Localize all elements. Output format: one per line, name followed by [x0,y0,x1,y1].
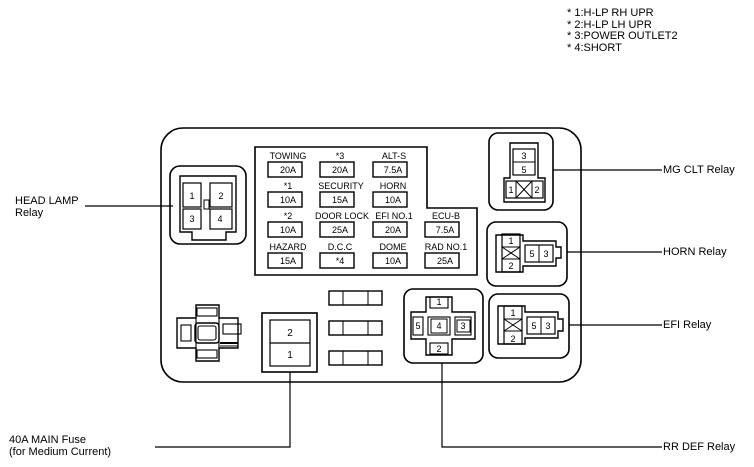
pin-label: 3 [189,214,194,224]
fuse-amp: 10A [280,225,296,235]
connector-socket [176,304,242,362]
main-fuse: 2 1 [261,312,318,373]
fuse-efi-no1: EFI NO.1 20A [372,211,413,238]
fuse-label: TOWING [270,151,307,161]
mg-clt-relay-label: MG CLT Relay [663,164,735,176]
fuse-amp: 20A [280,165,296,175]
pin-label: 2 [510,334,515,344]
fuse-label: DOOR LOCK [315,211,369,221]
fuse-star1: *1 10A [267,181,303,208]
fuse-door-lock: DOOR LOCK 25A [315,211,369,238]
fuse-amp: *4 [336,256,345,266]
fuse-amp: 7.5A [384,165,403,175]
fuse-towing: TOWING 20A [267,151,307,178]
pin-label: 5 [521,165,526,175]
spare-fuse-slots [328,290,383,366]
pin-label: 1 [436,297,441,307]
fuse-label: HAZARD [269,242,307,252]
fuse-label: *3 [336,151,345,161]
fuse-amp: 10A [385,195,401,205]
fuse-amp: 10A [385,256,401,266]
fuse-horn: HORN 10A [372,181,408,208]
fuse-grid: TOWING 20A *3 20A ALT-S 7.5A *1 10A SECU… [267,151,468,269]
head-lamp-relay-label-line1: HEAD LAMP [15,195,79,207]
horn-relay-label: HORN Relay [663,246,727,258]
fuse-label: SECURITY [318,181,364,191]
pin-label: 1 [189,191,194,201]
pin-label: 1 [508,185,513,195]
relay-block-outline [160,127,582,383]
pin-label: 3 [460,321,465,331]
fuse-star3: *3 20A [319,151,355,178]
fuse-amp: 15A [280,256,296,266]
fuse-label: ECU-B [432,211,460,221]
fuse-amp: 20A [385,225,401,235]
fuse-amp: 25A [437,256,453,266]
fuse-label: *2 [284,211,293,221]
pin-label: 3 [521,151,526,161]
pin-label: 5 [529,249,534,259]
leader-lines [85,169,662,448]
pin-label: 5 [415,321,420,331]
footnote-2: * 2:H-LP LH UPR [567,18,652,31]
fuse-hazard: HAZARD 15A [267,242,307,269]
pin-label: 3 [545,321,550,331]
rr-def-relay-label: RR DEF Relay [663,441,736,453]
efi-relay: 1 2 5 3 [488,293,570,359]
fuse-label: DOME [380,242,407,252]
fuse-label: RAD NO.1 [425,242,468,252]
head-lamp-relay-label-line2: Relay [15,207,44,219]
pin-label: 3 [543,249,548,259]
footnote-legend: * 1:H-LP RH UPR * 2:H-LP LH UPR * 3:POWE… [567,7,678,54]
fuse-security: SECURITY 15A [318,181,364,208]
pin-label: 2 [218,191,223,201]
fuse-amp: 10A [280,195,296,205]
pin-label: 4 [217,214,222,224]
footnote-4: * 4:SHORT [567,41,622,54]
fuse-alt-s: ALT-S 7.5A [372,151,408,178]
main-fuse-label: 40A MAIN Fuse (for Medium Current) [9,434,111,458]
mg-clt-relay: 3 5 1 2 [488,132,554,211]
pin-label: 1 [287,350,293,361]
pin-label: 2 [534,185,539,195]
fuse-rad-no1: RAD NO.1 25A [424,242,468,269]
fuse-amp: 15A [332,195,348,205]
pin-label: 1 [510,308,515,318]
fuse-amp: 7.5A [436,225,455,235]
rr-def-relay: 1 5 4 3 2 [403,288,484,364]
footnote-1: * 1:H-LP RH UPR [567,7,654,19]
pin-label: 5 [531,321,536,331]
main-fuse-label-line2: (for Medium Current) [9,446,112,458]
pin-label: 4 [436,321,441,331]
footnote-3: * 3:POWER OUTLET2 [567,30,678,42]
horn-relay: 1 2 5 3 [486,221,568,287]
fuse-star2: *2 10A [267,211,303,238]
pin-label: 1 [508,236,513,246]
fuse-dcc: D.C.C *4 [319,242,355,269]
pin-label: 2 [436,344,441,354]
head-lamp-relay-label: HEAD LAMP Relay [15,195,79,219]
fuse-label: D.C.C [328,242,353,252]
fuse-amp: 20A [332,165,348,175]
head-lamp-relay: 1 2 3 4 [169,165,247,245]
pin-label: 2 [508,261,513,271]
pin-label: 2 [287,328,293,339]
fuse-amp: 25A [332,225,348,235]
fuse-block-outline [254,146,478,276]
fuse-label: EFI NO.1 [375,211,413,221]
main-fuse-label-line1: 40A MAIN Fuse [9,434,87,446]
fuse-label: *1 [284,181,293,191]
fuse-dome: DOME 10A [372,242,408,269]
fuse-label: HORN [380,181,407,191]
fuse-ecu-b: ECU-B 7.5A [424,211,460,238]
efi-relay-label: EFI Relay [663,319,712,331]
fuse-label: ALT-S [382,151,406,161]
